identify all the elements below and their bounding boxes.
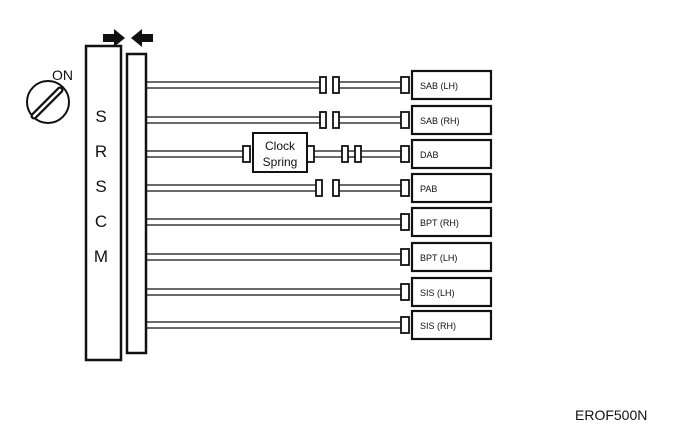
inline-connector-dab-clock-in [242, 145, 251, 163]
figure-id: EROF500N [575, 407, 647, 423]
srscm-letter-c: C [95, 212, 107, 231]
srscm-letter-m: M [94, 247, 108, 266]
component-box-sab-rh [410, 104, 493, 136]
connect-arrows-icon [103, 29, 153, 47]
component-boxes [410, 69, 493, 341]
end-connector-4 [400, 179, 410, 197]
component-box-sis-lh [410, 276, 493, 308]
inline-connectors [242, 76, 410, 334]
inline-connector-pab-b [332, 179, 340, 197]
srscm-letter-s2: S [95, 177, 106, 196]
end-connector-8 [400, 316, 410, 334]
inline-connector-dab-b [354, 145, 362, 163]
end-connector-6 [400, 248, 410, 266]
clock-spring-box [252, 132, 308, 173]
component-labels: SAB (LH) SAB (RH) DAB PAB BPT (RH) BPT (… [420, 81, 460, 331]
component-box-sis-rh [410, 309, 493, 341]
srscm-letter-s1: S [95, 107, 106, 126]
srscm-letter-r: R [95, 142, 107, 161]
inline-connector-dab-a [341, 145, 349, 163]
wires [146, 81, 401, 329]
inline-connector-sab-rh-a [319, 111, 327, 129]
component-box-dab [410, 138, 493, 170]
component-box-pab [410, 172, 493, 204]
inline-connector-dab-clock-out [306, 145, 315, 163]
inline-connector-sab-lh-b [332, 76, 340, 94]
component-label-sab-lh: SAB (LH) [420, 81, 458, 91]
component-label-sab-rh: SAB (RH) [420, 116, 460, 126]
ignition-on-label: ON [52, 67, 73, 83]
end-connector-2 [400, 111, 410, 129]
end-connector-7 [400, 283, 410, 301]
harness-connector-bar [125, 52, 148, 355]
end-connector-1 [400, 76, 410, 94]
component-label-sis-rh: SIS (RH) [420, 321, 456, 331]
component-label-pab: PAB [420, 184, 437, 194]
component-label-dab: DAB [420, 150, 439, 160]
ignition-key-icon [26, 80, 70, 124]
clock-spring-label-line1: Clock [265, 139, 296, 153]
inline-connector-sab-lh-a [319, 76, 327, 94]
end-connector-3 [400, 145, 410, 163]
component-label-bpt-lh: BPT (LH) [420, 253, 457, 263]
inline-connector-sab-rh-b [332, 111, 340, 129]
end-connector-5 [400, 213, 410, 231]
component-box-bpt-lh [410, 241, 493, 273]
component-box-sab-lh [410, 69, 493, 101]
srscm-module-box [84, 44, 123, 362]
clock-spring-label-line2: Spring [263, 155, 298, 169]
component-label-bpt-rh: BPT (RH) [420, 218, 459, 228]
inline-connector-pab-a [315, 179, 323, 197]
srscm-letters: S R S C M [94, 107, 108, 266]
component-box-bpt-rh [410, 206, 493, 238]
component-label-sis-lh: SIS (LH) [420, 288, 455, 298]
